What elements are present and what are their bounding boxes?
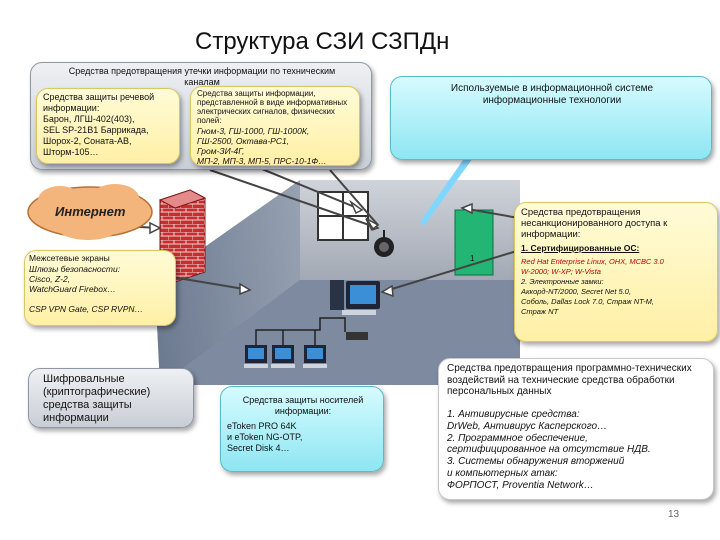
media-heading: Средства защиты носителей информации: — [242, 395, 364, 416]
speech-line: Шторм-105… — [43, 147, 99, 157]
firewall-line: CSP VPN Gate, CSP RVPN… — [29, 304, 143, 314]
antivirus-line: 3. Системы обнаружения вторжений — [447, 456, 625, 468]
firewall-box: Межсетевые экраны Шлюзы безопасности: Ci… — [24, 250, 176, 326]
page-number: 13 — [668, 509, 680, 520]
network-cables — [255, 317, 346, 345]
firewall-line: Шлюзы безопасности: — [29, 264, 121, 274]
ceiling-device-icon — [374, 230, 394, 257]
nsd-heading: Средства предотвращения несанкционирован… — [521, 207, 668, 240]
leak-box-header: Средства предотвращения утечки информаци… — [68, 66, 336, 87]
workstation-2-icon — [271, 345, 295, 368]
media-line: и eToken NG-OTP, — [227, 432, 303, 442]
green-door — [454, 209, 494, 276]
antivirus-line: и компьютерных атак: — [447, 467, 558, 479]
nsd-line: 2. Электронные замки: — [521, 277, 604, 286]
antivirus-line: 2. Программное обеспечение, — [447, 432, 588, 444]
crypto-box-text: Шифровальные (криптографические) средств… — [43, 373, 151, 424]
crypto-box: Шифровальные (криптографические) средств… — [28, 368, 194, 428]
firewall-heading: Межсетевые экраны — [29, 253, 110, 263]
antivirus-heading: Средства предотвращения программно-техни… — [447, 363, 692, 397]
arrow-leak-to-window — [329, 169, 379, 226]
nsd-line: Аккорд-NT/2000, Secret Net 5.0, — [521, 287, 632, 296]
internet-label: Интернет — [55, 204, 126, 219]
door-label: 1 — [470, 254, 475, 263]
speech-line: Шорох-2, Соната-АВ, — [43, 136, 132, 146]
antivirus-box: Средства предотвращения программно-техни… — [438, 358, 714, 500]
media-protection-box: Средства защиты носителей информации: eT… — [220, 386, 384, 472]
signal-line: МП-2, МП-3, МП-5, ПРС-10-1Ф… — [197, 156, 327, 166]
page-title: Структура СЗИ СЗПДн — [195, 28, 450, 55]
firewall-line: Cisco, Z-2, — [29, 274, 71, 284]
it-technologies-box: Используемые в информационной системе ин… — [390, 76, 712, 160]
speech-line: SEL SP-21B1 Баррикада, — [43, 125, 149, 135]
nsd-line: Red Hat Enterprise Linux, ОНХ, МСВС 3.0 — [521, 257, 664, 266]
arrow-nsd-to-computer — [381, 249, 521, 293]
nsd-subheading: 1. Сертифицированные ОС: — [521, 243, 640, 253]
firewall-line: WatchGuard Firebox… — [29, 284, 116, 294]
signal-line: ГШ-2500, Октава-РС1, — [197, 136, 290, 146]
antivirus-line: 1. Антивирусные средства: — [447, 409, 580, 420]
speech-heading: Средства защиты речевой информации: — [43, 92, 155, 113]
signal-protection-box: Средства защиты информации, представленн… — [190, 86, 360, 166]
antivirus-line: ФОРПОСТ, Proventia Network… — [447, 479, 594, 491]
media-line: Secret Disk 4… — [227, 443, 290, 453]
room-left-wall — [155, 180, 300, 385]
main-computer-icon — [330, 280, 380, 315]
unauthorized-access-box: Средства предотвращения несанкционирован… — [514, 202, 718, 342]
antivirus-line: сертифицированное на отсутствие НДВ. — [447, 444, 651, 456]
arrow-leak-to-room-1 — [209, 169, 379, 229]
nsd-line: W-2000; W-XP; W-Vista — [521, 267, 601, 276]
signal-line: Гном-3, ГШ-1000, ГШ-1000К, — [197, 126, 310, 136]
speech-line: Барон, ЛГШ-402(403), — [43, 114, 135, 124]
nsd-line: Страж NT — [521, 307, 559, 316]
nsd-line: Соболь, Dallas Lock 7.0, Страж NT-M, — [521, 297, 654, 306]
firewall-line — [29, 294, 143, 304]
antivirus-line: DrWeb, Антивирус Касперского… — [447, 420, 608, 432]
workstation-1-icon — [244, 345, 268, 368]
network-switch-icon — [346, 332, 368, 340]
signal-line: Гром-ЗИ-4Г, — [197, 146, 245, 156]
speech-protection-box: Средства защиты речевой информации: Баро… — [36, 88, 180, 164]
internet-cloud-icon — [27, 184, 153, 240]
signal-heading: Средства защиты информации, представленн… — [197, 89, 348, 125]
media-line: eToken PRO 64K — [227, 421, 297, 431]
it-box-text: Используемые в информационной системе ин… — [450, 83, 654, 106]
workstation-3-icon — [303, 345, 327, 368]
